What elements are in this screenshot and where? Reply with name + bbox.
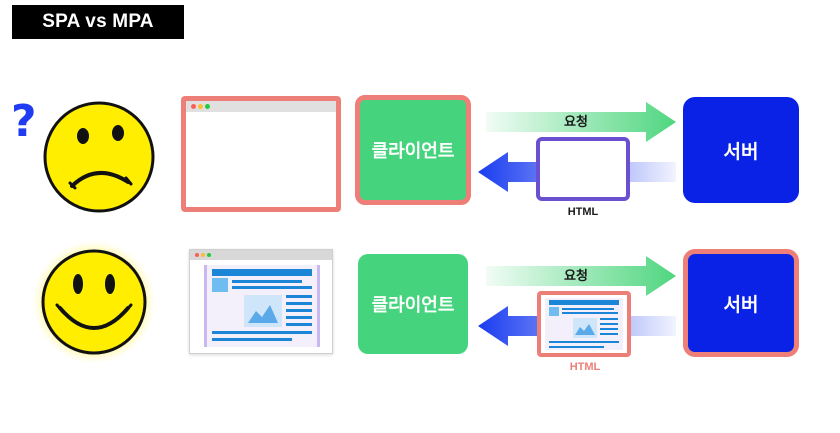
browser-window-icon (181, 96, 341, 212)
browser-max-dot (205, 104, 210, 109)
server-box: 서버 (683, 97, 799, 203)
client-label: 클라이언트 (372, 137, 455, 163)
web-page-icon (204, 265, 320, 347)
html-label: HTML (555, 361, 615, 373)
client-label: 클라이언트 (372, 291, 455, 317)
browser-close-dot (195, 253, 199, 257)
question-mark-icon: ? (11, 100, 37, 144)
html-label: HTML (553, 206, 613, 218)
web-page-icon (545, 298, 623, 350)
browser-window-icon (189, 249, 333, 354)
request-label: 요청 (546, 111, 606, 130)
server-label: 서버 (724, 137, 759, 164)
server-label: 서버 (724, 290, 759, 317)
html-document-box (536, 137, 630, 201)
sad-face-icon (42, 100, 156, 214)
page-title: SPA vs MPA (12, 5, 184, 39)
browser-close-dot (191, 104, 196, 109)
client-box: 클라이언트 (358, 254, 468, 354)
browser-max-dot (207, 253, 211, 257)
browser-title-bar (190, 250, 332, 260)
browser-title-bar (186, 101, 336, 112)
server-box: 서버 (683, 249, 799, 357)
html-document-box (537, 291, 631, 357)
browser-min-dot (198, 104, 203, 109)
happy-face-icon (32, 240, 156, 364)
browser-min-dot (201, 253, 205, 257)
request-label: 요청 (546, 265, 606, 284)
client-box: 클라이언트 (355, 95, 471, 205)
